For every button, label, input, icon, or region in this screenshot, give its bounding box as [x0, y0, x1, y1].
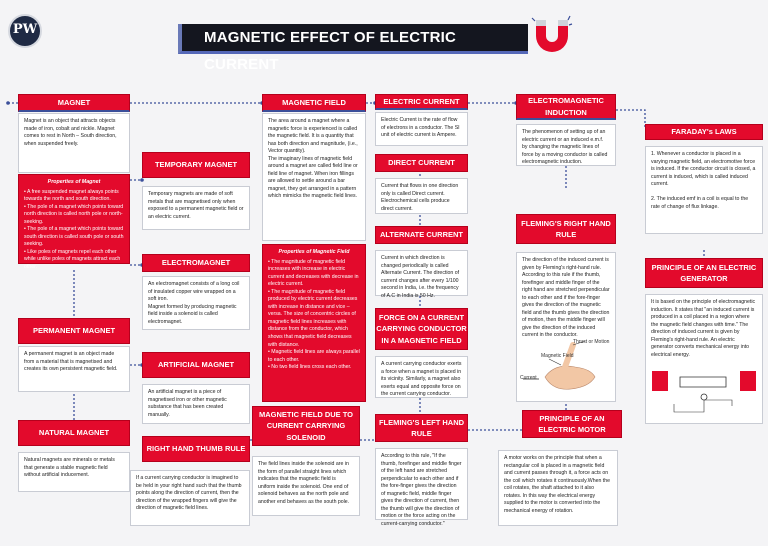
- magnet-property: • Like poles of magnets repel each other…: [24, 248, 121, 270]
- magnetic-field-property: • No two field lines cross each other.: [268, 364, 352, 371]
- magnetic-field-property: • The magnitude of magnetic field increa…: [268, 258, 359, 288]
- flemings-right-hand-rule-text: The direction of the induced current is …: [516, 252, 616, 402]
- permanent-magnet-text: A permanent magnet is an object made fro…: [18, 346, 130, 392]
- magnetic-field-properties: Properties of Magnetic Field • The magni…: [262, 244, 366, 402]
- temporary-magnet-text: Temporary magnets are made of soft metal…: [142, 186, 250, 230]
- magnet-property: • A free suspended magnet always points …: [24, 188, 119, 203]
- temporary-magnet-heading: TEMPORARY MAGNET: [142, 152, 250, 178]
- flemings-right-hand-rule-description: The direction of the induced current is …: [522, 257, 610, 339]
- right-hand-diagram-icon: [523, 340, 596, 390]
- force-on-conductor-heading: FORCE ON A CURRENT CARRYING CONDUCTOR IN…: [375, 308, 468, 350]
- magnetic-field-label: Magnetic Field: [541, 353, 574, 359]
- faradays-laws-heading: FARADAY's LAWS: [645, 124, 763, 140]
- flemings-right-hand-rule-heading: FLEMING'S RIGHT HAND RULE: [516, 214, 616, 244]
- magnetic-field-property: • Magnetic field lines are always parall…: [268, 349, 360, 363]
- natural-magnet-heading: NATURAL MAGNET: [18, 420, 130, 446]
- natural-magnet-text: Natural magnets are minerals or metals t…: [18, 452, 130, 492]
- magnet-properties: Properties of Magnet • A free suspended …: [18, 174, 130, 270]
- permanent-magnet-heading: PERMANENT MAGNET: [18, 318, 130, 344]
- pw-logo: PW: [8, 14, 42, 48]
- electric-generator-text: It is based on the principle of electrom…: [645, 294, 763, 424]
- page-title: MAGNETIC EFFECT OF ELECTRIC CURRENT: [178, 24, 528, 73]
- artificial-magnet-heading: ARTIFICIAL MAGNET: [142, 352, 250, 378]
- electromagnetic-induction-heading: ELECTROMAGNETIC INDUCTION: [516, 94, 616, 120]
- flemings-left-hand-rule-text: According to this rule, "If the thumb, f…: [375, 448, 468, 527]
- force-on-conductor-text: A current carrying conductor exerts a fo…: [375, 356, 468, 398]
- right-hand-thumb-rule-text: If a current carrying conductor is imagi…: [130, 470, 250, 526]
- magnetic-field-properties-heading: Properties of Magnetic Field: [278, 249, 350, 255]
- electromagnet-heading: ELECTROMAGNET: [142, 254, 250, 272]
- solenoid-text: The field lines inside the solenoid are …: [252, 456, 360, 516]
- magnetic-field-property: • The magnitude of magnetic field produc…: [268, 288, 358, 348]
- electromagnetic-induction-text: The phenomenon of setting up of an elect…: [516, 124, 616, 166]
- electric-current-text: Electric Current is the rate of flow of …: [375, 112, 468, 146]
- magnet-icon: [531, 15, 573, 52]
- solenoid-heading: MAGNETIC FIELD DUE TO CURRENT CARRYING S…: [252, 406, 360, 446]
- electric-generator-description: It is based on the principle of electrom…: [651, 299, 756, 358]
- direct-current-text: Current that flows in one direction only…: [375, 178, 468, 214]
- electric-motor-heading: PRINCIPLE OF AN ELECTRIC MOTOR: [522, 410, 622, 438]
- electric-motor-text: A motor works on the principle that when…: [498, 450, 618, 526]
- faradays-laws-text: 1. Whenever a conductor is placed in a v…: [645, 146, 763, 234]
- magnet-property: • The pole of a magnet which points towa…: [24, 226, 124, 248]
- magnetic-field-text: The area around a magnet where a magneti…: [262, 113, 366, 241]
- electric-current-heading: ELECTRIC CURRENT: [375, 94, 468, 110]
- alternate-current-text: Current in which direction is changed pe…: [375, 250, 468, 299]
- artificial-magnet-text: An artificial magnet is a piece of magne…: [142, 384, 250, 424]
- generator-diagram-icon: [652, 371, 756, 413]
- direct-current-heading: DIRECT CURRENT: [375, 154, 468, 172]
- magnet-text: Magnet is an object that attracts object…: [18, 113, 130, 173]
- magnet-property: • The pole of a magnet which points towa…: [24, 203, 124, 225]
- flemings-left-hand-rule-heading: FLEMING'S LEFT HAND RULE: [375, 414, 468, 442]
- right-hand-thumb-rule-heading: RIGHT HAND THUMB RULE: [142, 436, 250, 462]
- electromagnet-text: An electromagnet consists of a long coil…: [142, 276, 250, 330]
- magnetic-field-heading: MAGNETIC FIELD: [262, 94, 366, 112]
- alternate-current-heading: ALTERNATE CURRENT: [375, 226, 468, 244]
- logo-text: PW: [12, 22, 38, 37]
- magnet-heading: MAGNET: [18, 94, 130, 112]
- electric-generator-heading: PRINCIPLE OF AN ELECTRIC GENERATOR: [645, 258, 763, 288]
- thrust-label: Thrust or Motion: [573, 339, 610, 345]
- current-label: Current: [520, 375, 537, 381]
- magnet-properties-heading: Properties of Magnet: [47, 179, 101, 185]
